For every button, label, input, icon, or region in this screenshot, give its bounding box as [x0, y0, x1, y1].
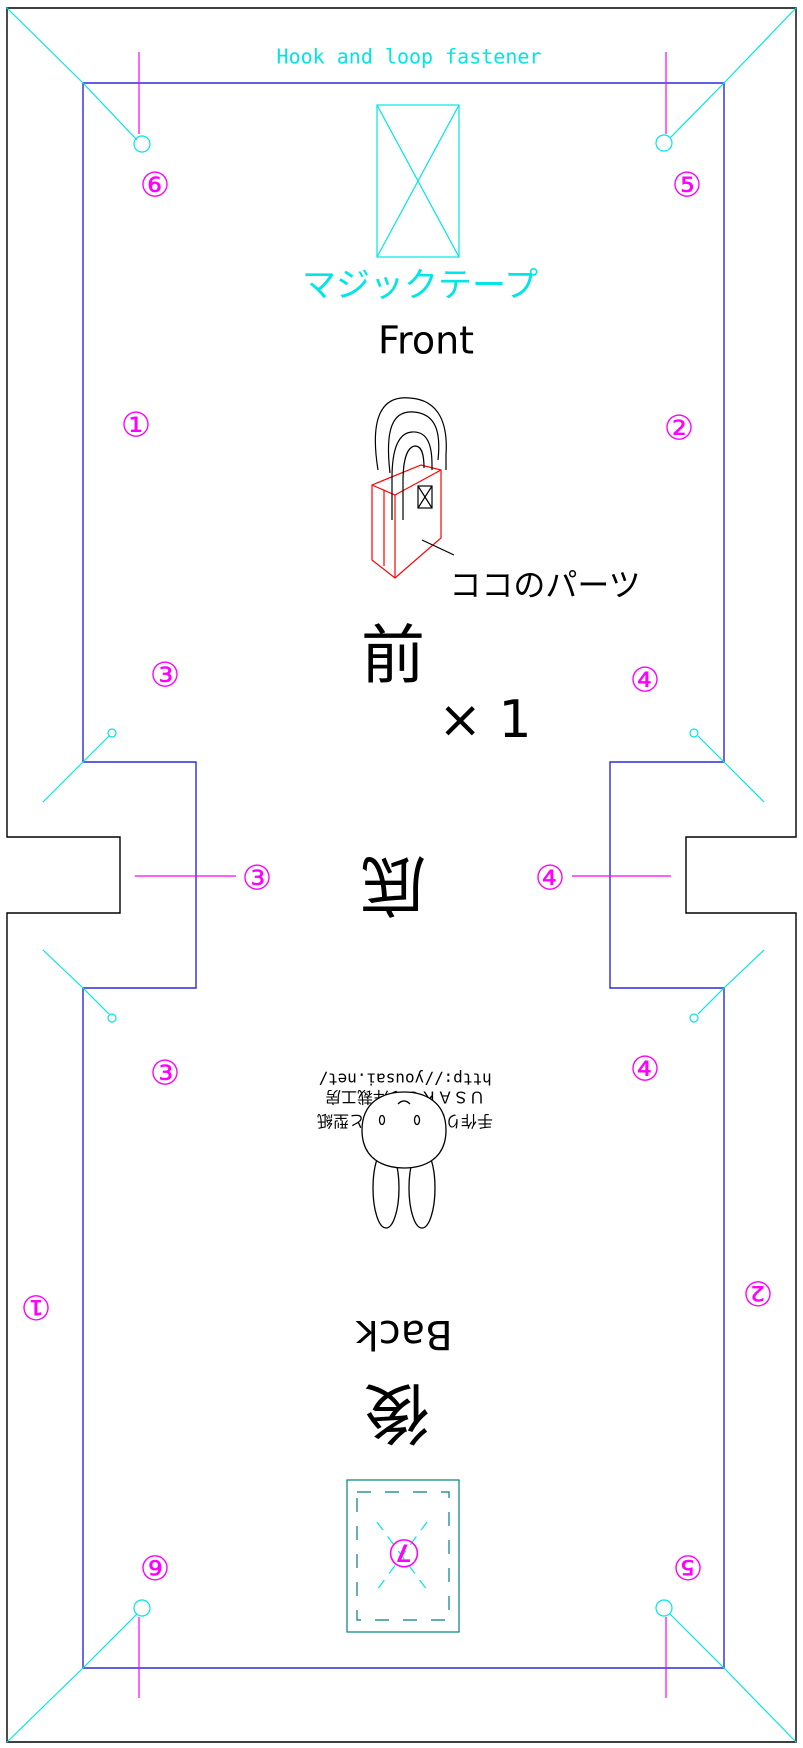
- marker-4-back: ④: [630, 1050, 660, 1090]
- marker-7-back: ⑦: [387, 1531, 421, 1575]
- marker-5-top: ⑤: [672, 166, 702, 206]
- corner-guides: [6, 7, 797, 1743]
- marker-3-front: ③: [150, 656, 180, 696]
- hook-and-loop-label: Hook and loop fastener: [277, 45, 542, 69]
- magic-tape-label: マジックテープ: [302, 266, 538, 306]
- velcro-front-box: [376, 104, 460, 258]
- velcro-back-box: [346, 1479, 460, 1633]
- marker-4-bottom: ④: [535, 859, 565, 899]
- marker-2-top: ②: [664, 409, 694, 449]
- marker-4-front: ④: [630, 661, 660, 701]
- bottom-kanji-label: 底: [360, 846, 426, 923]
- front-kanji-label: 前: [361, 620, 425, 694]
- count-label: × 1: [438, 690, 531, 750]
- credit-url-label: http://yousai.net/: [318, 1070, 491, 1089]
- front-label: Front: [378, 319, 474, 363]
- numbered-markers: ⑥ ⑤ ① ② ③ ④ ③ ④ ③ ④ ① ② ⑦ ⑥ ⑤: [21, 166, 773, 1587]
- marker-5-back: ⑤: [673, 1547, 703, 1587]
- marker-1-top: ①: [121, 406, 151, 446]
- matching-ticks: [135, 52, 671, 1698]
- marker-3-bottom: ③: [242, 859, 272, 899]
- part-callout-label: ココのパーツ: [449, 566, 640, 604]
- marker-6-top: ⑥: [140, 166, 170, 206]
- marker-1-back: ①: [21, 1287, 51, 1327]
- tote-bag-icon: [371, 397, 455, 579]
- marker-2-back: ②: [743, 1273, 773, 1313]
- marker-3-back: ③: [150, 1054, 180, 1094]
- back-kanji-label: 後: [364, 1374, 430, 1451]
- back-label: Back: [355, 1311, 453, 1357]
- rabbit-logo-icon: [361, 1091, 447, 1229]
- marker-6-back: ⑥: [140, 1547, 170, 1587]
